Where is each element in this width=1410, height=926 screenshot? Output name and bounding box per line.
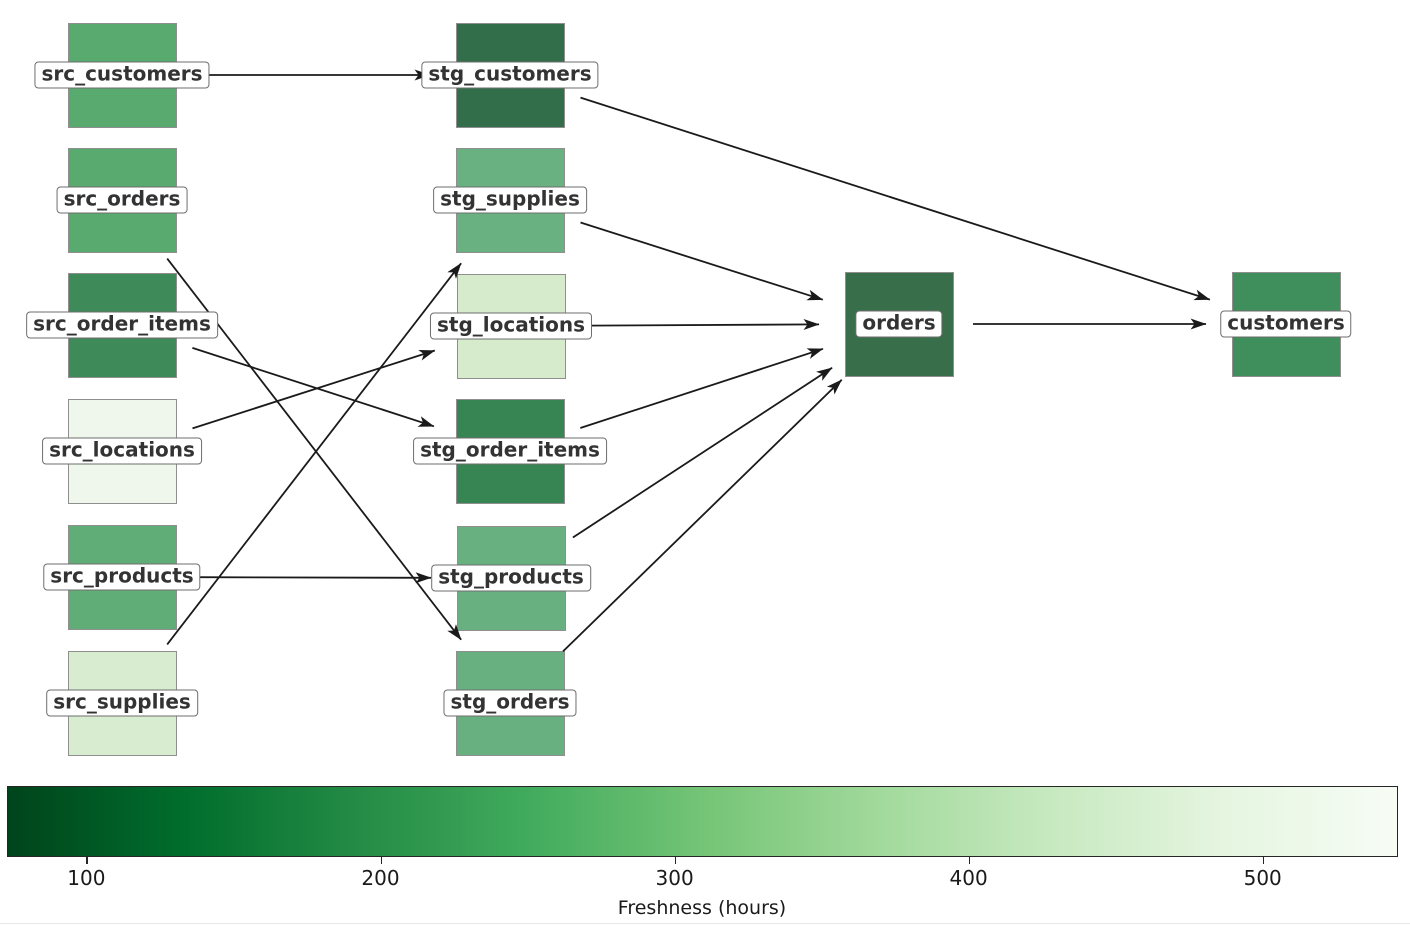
node-label-orders: orders xyxy=(855,310,943,338)
node-label-src_customers: src_customers xyxy=(34,61,210,89)
node-label-stg_locations: stg_locations xyxy=(429,312,593,340)
colorbar-gradient xyxy=(7,786,1398,857)
node-label-src_products: src_products xyxy=(43,563,201,591)
node-label-src_orders: src_orders xyxy=(56,186,188,214)
colorbar-tick-mark-300 xyxy=(674,857,677,864)
colorbar-tick-label-500: 500 xyxy=(1243,866,1282,890)
colorbar-tick-label-100: 100 xyxy=(67,866,106,890)
colorbar-tick-label-400: 400 xyxy=(949,866,988,890)
node-label-stg_supplies: stg_supplies xyxy=(433,186,587,214)
colorbar-tick-label-200: 200 xyxy=(361,866,400,890)
node-label-stg_order_items: stg_order_items xyxy=(413,437,607,465)
colorbar-tick-label-300: 300 xyxy=(655,866,694,890)
colorbar-axis-label: Freshness (hours) xyxy=(617,897,787,919)
node-label-stg_products: stg_products xyxy=(431,564,591,592)
colorbar-tick-mark-500 xyxy=(1262,857,1265,864)
colorbar-tick-mark-400 xyxy=(968,857,971,864)
colorbar-tick-mark-100 xyxy=(86,857,88,864)
node-label-stg_customers: stg_customers xyxy=(421,61,599,89)
node-label-src_supplies: src_supplies xyxy=(46,689,198,717)
node-label-src_locations: src_locations xyxy=(42,437,202,465)
node-label-stg_orders: stg_orders xyxy=(443,689,577,717)
colorbar-tick-mark-200 xyxy=(380,857,382,864)
figure-bottom-rule xyxy=(0,923,1410,924)
node-label-customers: customers xyxy=(1220,310,1352,338)
node-label-src_order_items: src_order_items xyxy=(26,311,218,339)
